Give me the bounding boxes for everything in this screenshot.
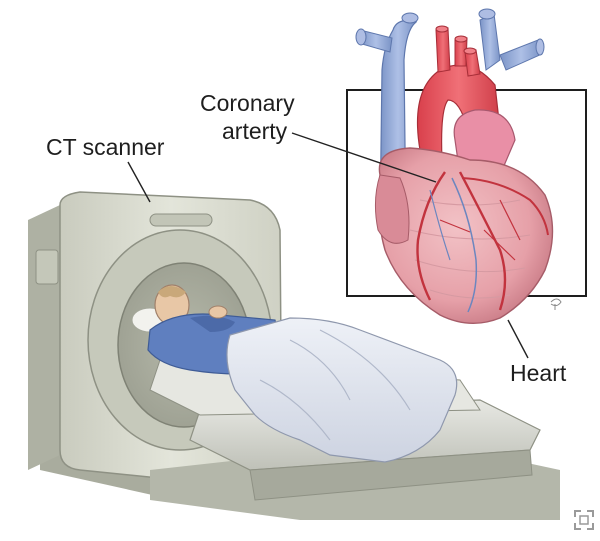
expand-icon-graphic [573,509,595,531]
coronary-artery-label-line2: arterty [222,118,287,144]
artist-signature-icon [551,299,561,310]
expand-icon[interactable] [573,509,595,531]
heart-leader [508,320,528,358]
heart-label: Heart [510,360,566,386]
coronary-artery-label-line1: Coronary [200,90,295,116]
ct-scanner-label: CT scanner [46,134,164,160]
